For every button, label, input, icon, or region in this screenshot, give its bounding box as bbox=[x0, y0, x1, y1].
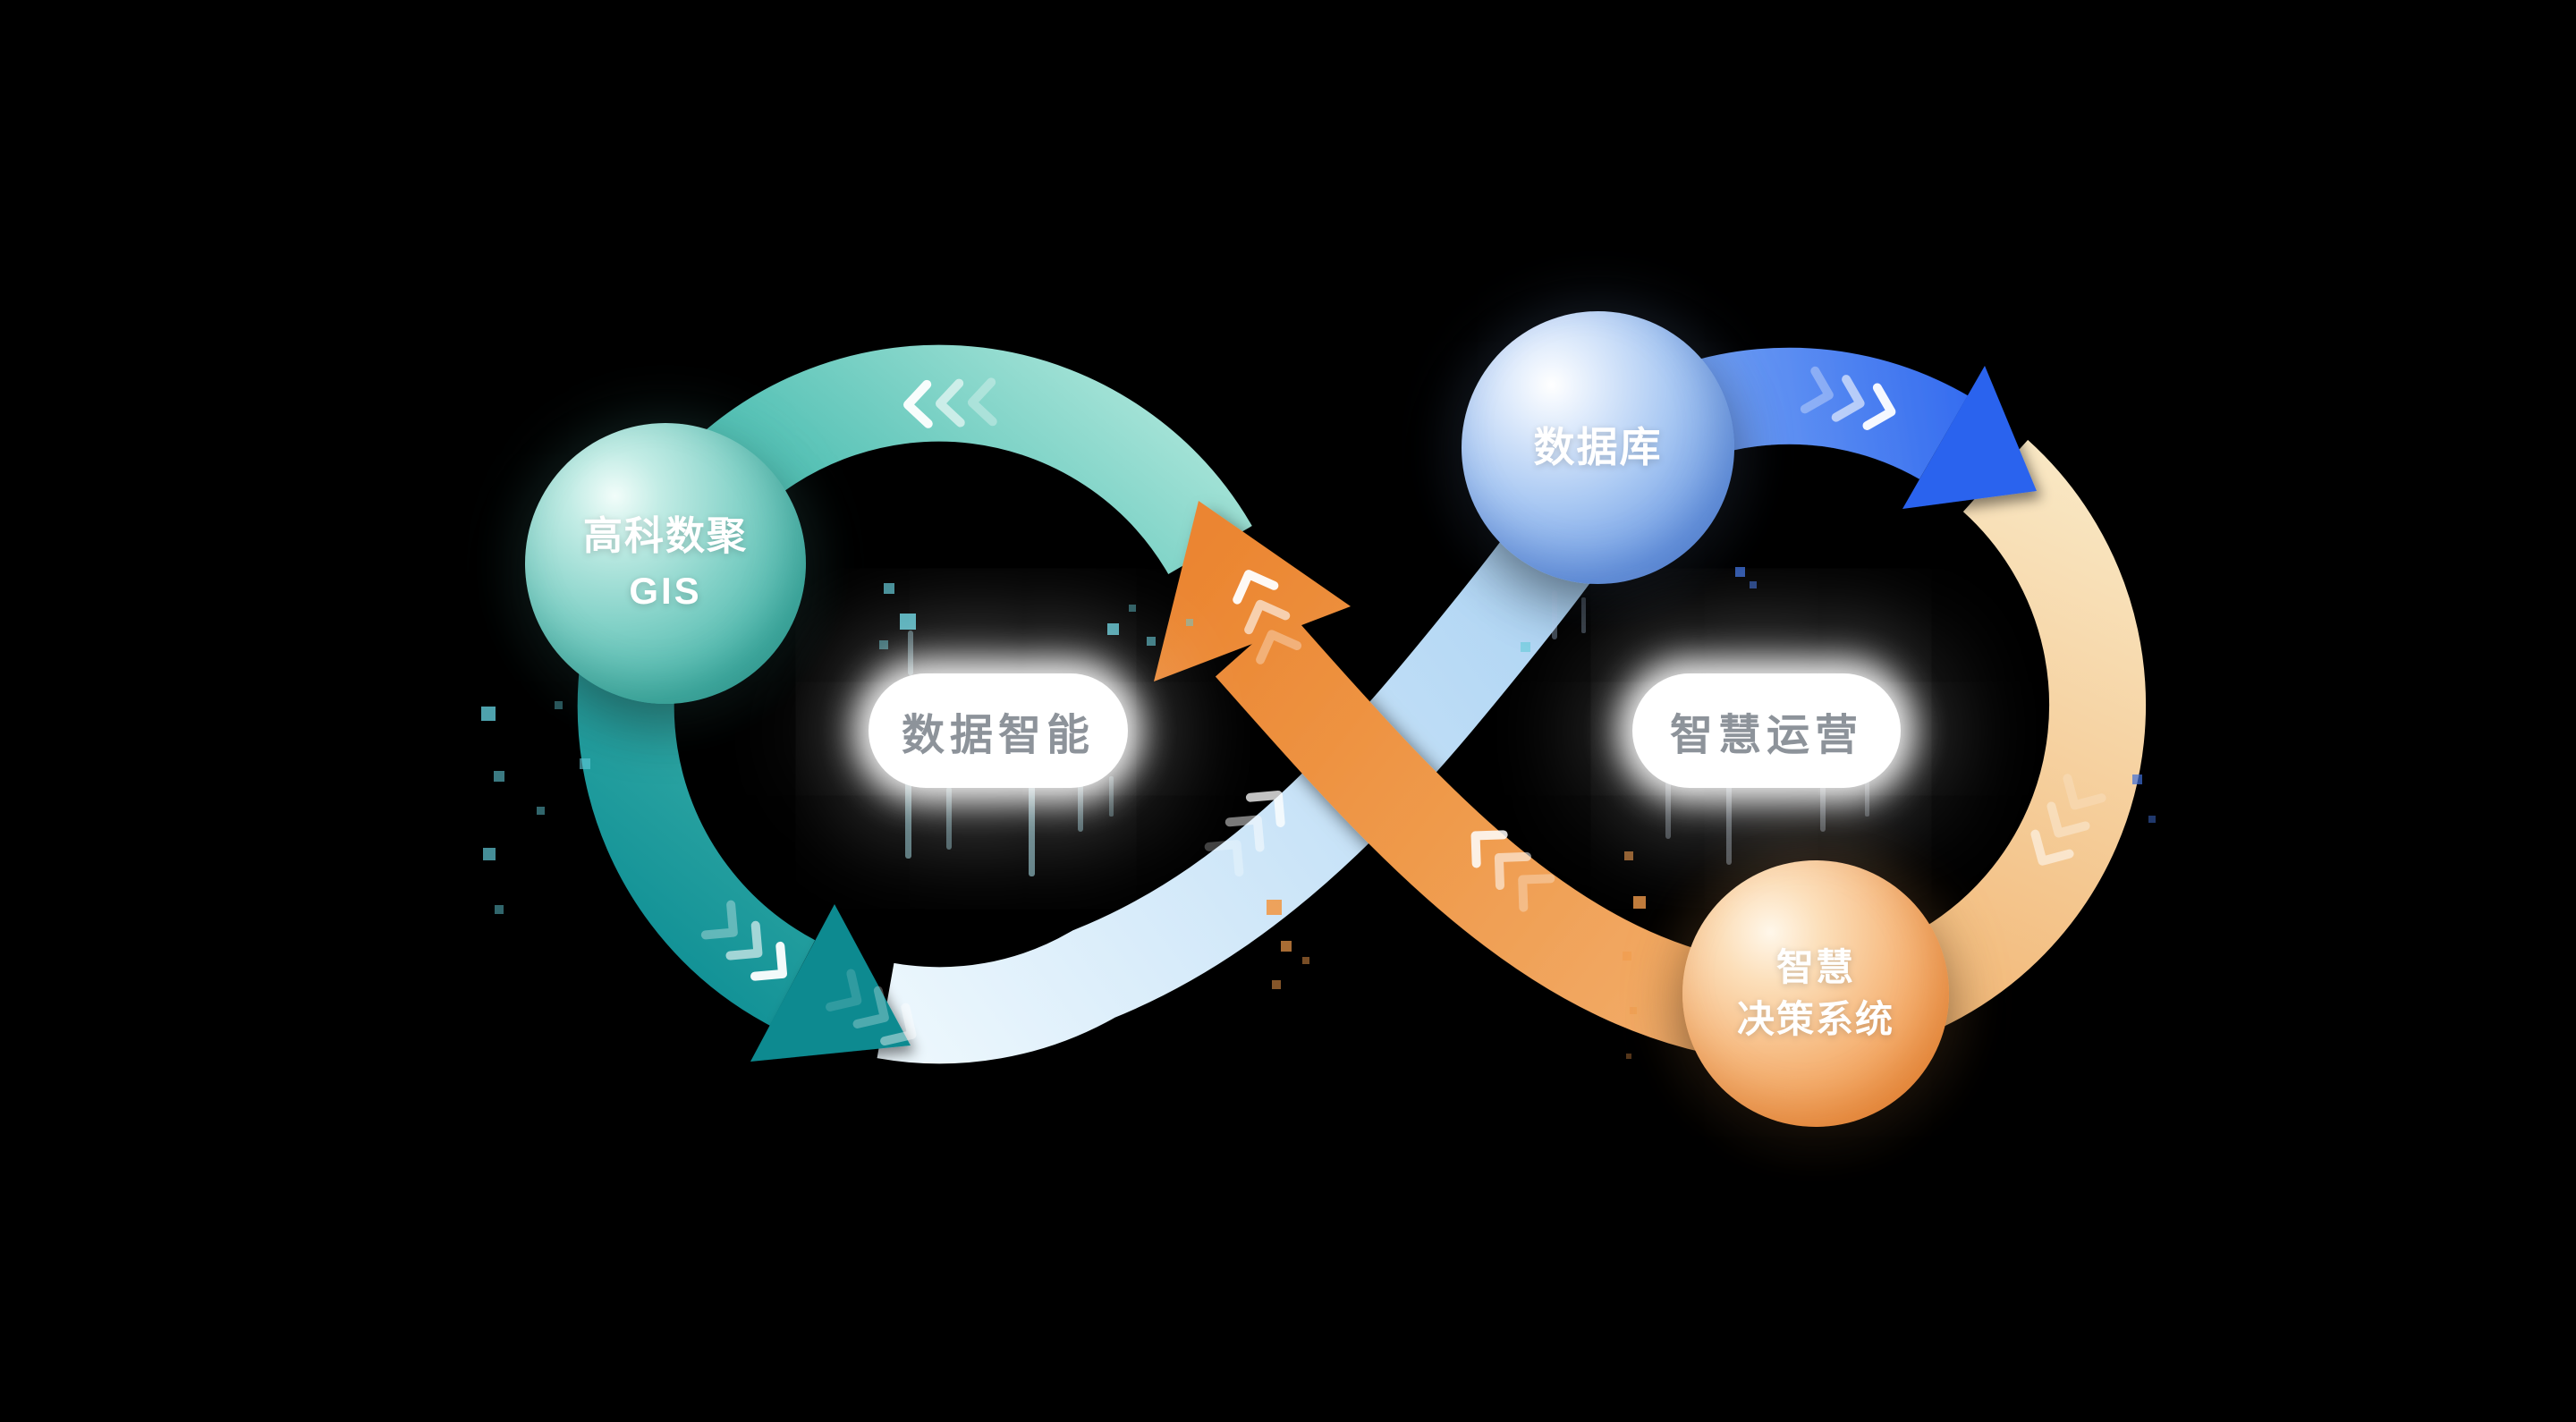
orange-arrowhead bbox=[1154, 501, 1351, 681]
decor-streaks bbox=[905, 590, 1869, 876]
label-data-intelligence: 数据智能 bbox=[869, 673, 1128, 788]
node-gis-sphere: 高科数聚 GIS bbox=[525, 423, 806, 704]
node-decision-label-line2: 决策系统 bbox=[1736, 998, 1894, 1040]
node-decision-sphere: 智慧 决策系统 bbox=[1682, 860, 1949, 1127]
node-database-label: 数据库 bbox=[1533, 423, 1663, 470]
label-data-intelligence-text: 数据智能 bbox=[901, 712, 1095, 759]
node-gis-label-line1: 高科数聚 bbox=[583, 514, 748, 559]
node-gis-label-line2: GIS bbox=[629, 570, 702, 613]
blue-arrowhead bbox=[1902, 366, 2037, 509]
decor-dots-orange bbox=[1267, 851, 1646, 1059]
label-smart-operation-text: 智慧运营 bbox=[1669, 712, 1863, 759]
node-decision-label-line1: 智慧 bbox=[1775, 945, 1855, 988]
node-database-sphere: 数据库 bbox=[1462, 311, 1734, 584]
decor-dots-blue bbox=[1735, 567, 2156, 823]
decor-dots-teal bbox=[481, 583, 1530, 914]
label-smart-operation: 智慧运营 bbox=[1632, 673, 1901, 788]
